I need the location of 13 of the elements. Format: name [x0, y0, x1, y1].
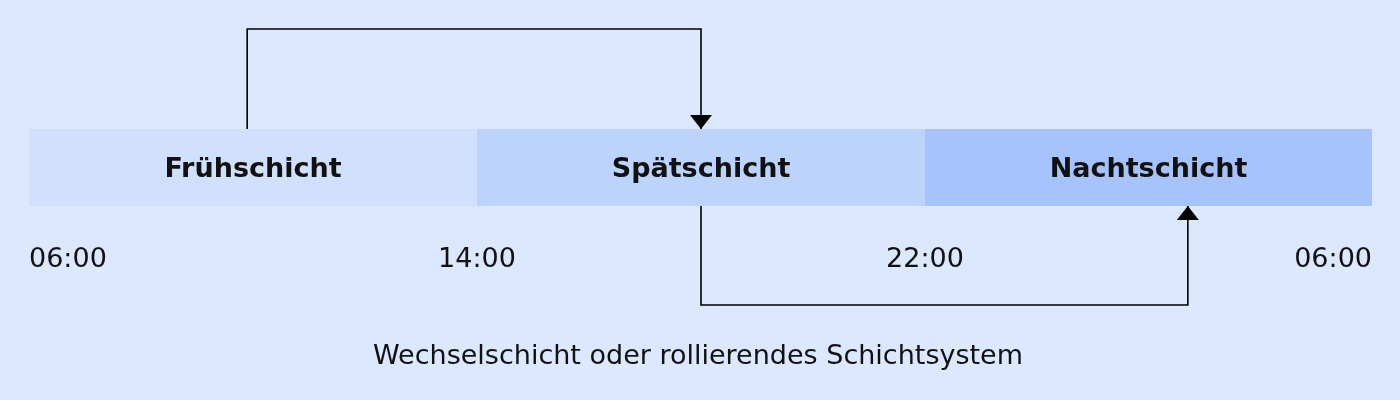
- shift-band: [477, 129, 925, 206]
- shift-band: [925, 129, 1372, 206]
- connector-arrow: [700, 205, 1199, 306]
- time-label: 06:00: [29, 241, 107, 275]
- time-label: 06:00: [1294, 241, 1372, 275]
- shift-name: Frühschicht: [164, 152, 342, 183]
- time-label: 14:00: [438, 241, 516, 275]
- caption: Wechselschicht oder rollierendes Schichtsystem: [373, 338, 1023, 372]
- shift-name: Spätschicht: [611, 152, 791, 183]
- shift-name: Nachtschicht: [1049, 152, 1248, 183]
- shift-band: [29, 129, 477, 206]
- connector-arrow: [246, 28, 712, 130]
- time-label: 22:00: [886, 241, 964, 275]
